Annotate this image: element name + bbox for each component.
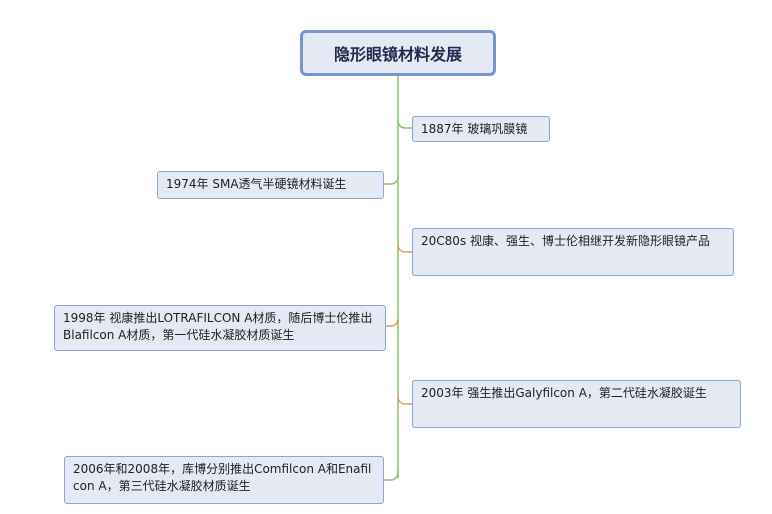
topic-1974[interactable]: 1974年 SMA透气半硬镜材料诞生 <box>157 171 384 199</box>
root-topic[interactable]: 隐形眼镜材料发展 <box>300 30 496 76</box>
connector-n5 <box>397 395 412 405</box>
topic-1887[interactable]: 1887年 玻璃巩膜镜 <box>412 116 550 142</box>
connector-n3 <box>397 243 412 253</box>
topic-2006-2008[interactable]: 2006年和2008年，库博分别推出Comfilcon A和Enafilcon … <box>64 456 384 504</box>
connector-n2 <box>384 175 399 185</box>
topic-1998[interactable]: 1998年 视康推出LOTRAFILCON A材质，随后博士伦推出Blafilc… <box>54 305 386 351</box>
connector-n1 <box>397 119 412 129</box>
connector-n6 <box>384 469 399 481</box>
topic-2003[interactable]: 2003年 强生推出Galyfilcon A，第二代硅水凝胶诞生 <box>412 380 741 428</box>
connector-n4 <box>386 317 399 327</box>
topic-1980s[interactable]: 20C80s 视康、强生、博士伦相继开发新隐形眼镜产品 <box>412 228 734 276</box>
